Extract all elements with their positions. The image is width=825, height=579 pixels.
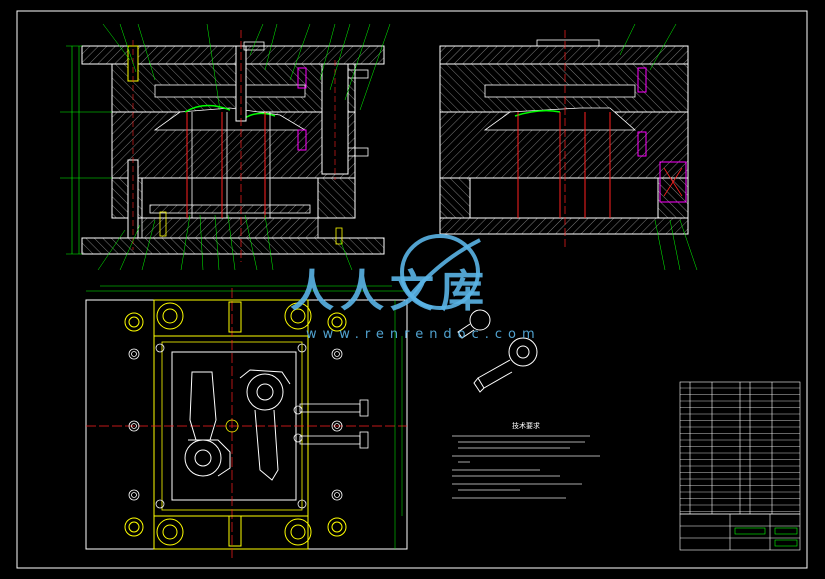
left-section-view [60,23,391,271]
watermark-url-text: www.renrendoc.com [306,327,541,342]
title-block [679,513,801,551]
tech-requirements-title: 技术要求 [512,422,540,430]
part-sketch [457,309,538,393]
outer-frame [16,10,808,569]
tech-requirement-lines [452,435,600,499]
right-section-view [439,23,698,271]
parts-list-table [679,381,801,515]
watermark-logo [400,234,481,310]
plan-view [85,285,408,560]
parts-list-rows [680,387,800,512]
watermark-chinese-text: 人人文库 [290,266,490,317]
